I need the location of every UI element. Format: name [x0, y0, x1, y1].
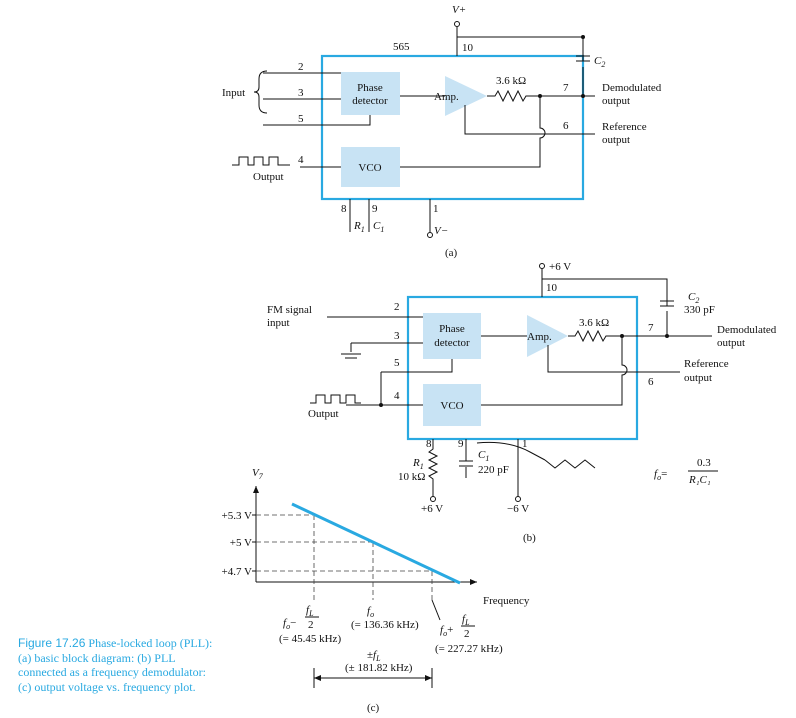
- phase-detector-b-line1: Phase: [439, 323, 465, 335]
- vminus-label: V−: [434, 225, 448, 237]
- diagram-b: +6 V 10 C2 330 pF Phase detector Amp. 3.…: [267, 261, 777, 544]
- resistor-label: 3.6 kΩ: [496, 75, 526, 87]
- amp-label-b: Amp.: [527, 331, 552, 343]
- f-low: fo−: [283, 617, 296, 631]
- span-label: ±fL: [367, 649, 381, 663]
- pin-9-b: 9: [458, 438, 464, 450]
- pin-10-b: 10: [546, 282, 558, 294]
- figure-caption: Figure 17.26 Phase-locked loop (PLL): (a…: [18, 636, 218, 694]
- caption-text: Phase-locked loop (PLL): (a) basic block…: [18, 636, 213, 694]
- vco-characteristic-line: [291, 502, 461, 585]
- pin-5: 5: [298, 113, 304, 125]
- formula-num: 0.3: [697, 457, 711, 469]
- c1-val-b: 220 pF: [478, 464, 509, 476]
- phase-detector-block-b: [423, 313, 481, 359]
- demod-b-line2: output: [717, 337, 745, 349]
- f-high-val: (= 227.27 kHz): [435, 643, 503, 655]
- output-label-b: Output: [308, 408, 339, 420]
- pin-1: 1: [433, 203, 439, 215]
- pin-9: 9: [372, 203, 378, 215]
- amp-label: Amp.: [434, 91, 459, 103]
- y-axis-label: V7: [252, 467, 264, 481]
- demod-b-line1: Demodulated: [717, 324, 777, 336]
- resistor-label-b: 3.6 kΩ: [579, 317, 609, 329]
- f-high: fo+: [440, 624, 453, 638]
- fo-label: fo: [367, 605, 374, 619]
- fo-val: (= 136.36 kHz): [351, 619, 419, 631]
- pin-3: 3: [298, 87, 304, 99]
- phase-detector-line2: detector: [352, 95, 388, 107]
- reference-line2: output: [602, 134, 630, 146]
- diagram-a: 565 V+ 10 Phase detector Amp. 3.6 kΩ 7 D…: [222, 4, 662, 259]
- fl-num-high: fL: [462, 613, 470, 627]
- formula-den: R₁C₁: [688, 474, 711, 486]
- f-low-val: (= 45.45 kHz): [279, 633, 341, 645]
- pin-10: 10: [462, 42, 474, 54]
- output-label-a: Output: [253, 171, 284, 183]
- vco-block-a: [341, 147, 400, 187]
- r1-label-b: R1: [412, 457, 424, 471]
- c2-label-b: C2: [688, 291, 699, 305]
- ylevel-mid: +5 V: [230, 537, 252, 549]
- label-b: (b): [523, 532, 536, 544]
- demod-line2: output: [602, 95, 630, 107]
- pin-2-b: 2: [394, 301, 400, 313]
- pin-4-b: 4: [394, 390, 400, 402]
- diagram-c: V7 Frequency +5.3 V +5 V +4.7 V fo− fL 2…: [222, 467, 530, 714]
- fl-num-low: fL: [306, 604, 314, 618]
- pin-7-b: 7: [648, 322, 654, 334]
- vco-block-b: [423, 384, 481, 426]
- fl-den-low: 2: [308, 619, 314, 631]
- pin-5-b: 5: [394, 357, 400, 369]
- reference-b-line2: output: [684, 372, 712, 384]
- pin-6: 6: [563, 120, 569, 132]
- vco-label-a: VCO: [358, 162, 381, 174]
- formula-lhs: fo=: [654, 468, 667, 482]
- phase-detector-line1: Phase: [357, 82, 383, 94]
- pin-4: 4: [298, 154, 304, 166]
- c2-val-b: 330 pF: [684, 304, 715, 316]
- pin-8: 8: [341, 203, 347, 215]
- input-label: Input: [222, 87, 245, 99]
- pin-2: 2: [298, 61, 304, 73]
- phase-detector-block: [341, 72, 400, 115]
- r1-val-b: 10 kΩ: [398, 471, 425, 483]
- pin-7: 7: [563, 82, 569, 94]
- caption-figure-number: Figure 17.26: [18, 636, 86, 650]
- span-val: (± 181.82 kHz): [345, 662, 413, 674]
- reference-line1: Reference: [602, 121, 647, 133]
- c2-label: C2: [594, 55, 605, 69]
- label-a: (a): [445, 247, 458, 259]
- r1-label-a: R1: [353, 220, 365, 234]
- ic-565-outline: [320, 54, 585, 201]
- pin-1-b: 1: [522, 438, 528, 450]
- reference-b-line1: Reference: [684, 358, 729, 370]
- label-c: (c): [367, 702, 380, 714]
- fm-line2: input: [267, 317, 290, 329]
- pin-3-b: 3: [394, 330, 400, 342]
- chip-label: 565: [393, 41, 410, 53]
- fm-line1: FM signal: [267, 304, 312, 316]
- amp-triangle-b: [527, 315, 568, 357]
- ic-outline-b: [406, 295, 639, 441]
- vplus-label: V+: [452, 4, 466, 16]
- ylevel-low: +4.7 V: [222, 566, 253, 578]
- c1-label-a: C1: [373, 220, 384, 234]
- minus6-b: −6 V: [507, 503, 529, 515]
- demod-line1: Demodulated: [602, 82, 662, 94]
- amp-triangle: [445, 76, 487, 116]
- vco-label-b: VCO: [440, 400, 463, 412]
- vplus-b: +6 V: [549, 261, 571, 273]
- pin-6-b: 6: [648, 376, 654, 388]
- x-axis-label: Frequency: [483, 595, 530, 607]
- plus6-b: +6 V: [421, 503, 443, 515]
- ylevel-high: +5.3 V: [222, 510, 253, 522]
- pin-8-b: 8: [426, 438, 432, 450]
- c1-label-b: C1: [478, 449, 489, 463]
- fl-den-high: 2: [464, 628, 470, 640]
- phase-detector-b-line2: detector: [434, 337, 470, 349]
